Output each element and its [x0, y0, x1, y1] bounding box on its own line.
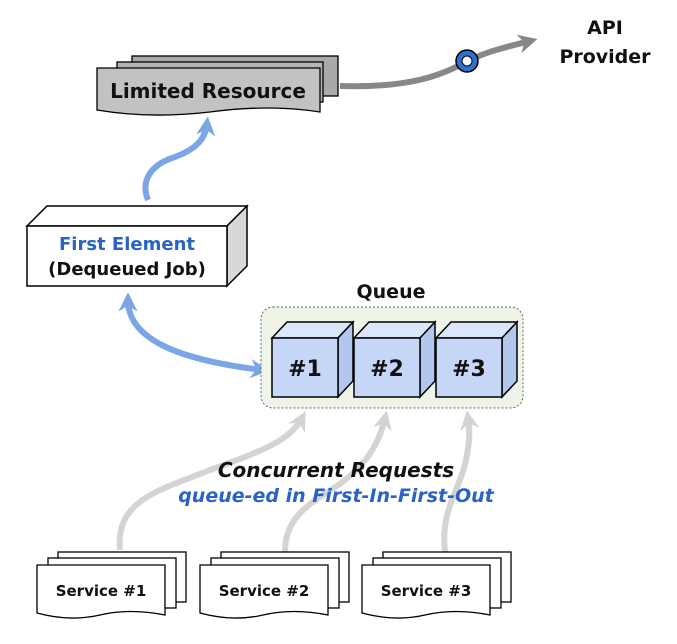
limited-resource-stack: Limited Resource [96, 55, 339, 116]
api-provider-line2: Provider [559, 46, 651, 68]
service-1-label: Service #1 [56, 582, 147, 600]
service-3-request-arrow [441, 410, 480, 553]
first-element-box: First Element (Dequeued Job) [25, 204, 249, 288]
first-element-subtitle: (Dequeued Job) [48, 259, 206, 280]
queue-item-1-label: #1 [288, 357, 322, 382]
service-3-stack: Service #3 [361, 551, 512, 619]
dequeue-to-resource-arrow [142, 116, 216, 202]
caption-line2: queue-ed in First-In-First-Out [178, 485, 495, 507]
service-1-request-arrow [116, 411, 306, 551]
caption-line1: Concurrent Requests [218, 458, 454, 482]
queue-item-3: #3 [434, 320, 519, 399]
queue-title: Queue [357, 281, 426, 303]
api-provider-line1: API [587, 17, 623, 39]
service-2-request-arrow [282, 410, 392, 553]
limited-resource-label: Limited Resource [110, 79, 306, 103]
queue-item-3-label: #3 [452, 357, 486, 382]
service-2-label: Service #2 [219, 582, 310, 600]
connector-ring-icon [455, 49, 479, 73]
service-2-stack: Service #2 [199, 551, 350, 619]
resource-to-api-arrow [339, 34, 538, 90]
resource-page-front [96, 67, 321, 116]
queue-item-2-label: #2 [370, 357, 404, 382]
queue-item-2: #2 [352, 320, 437, 399]
queue-item-1: #1 [270, 320, 355, 399]
first-element-title: First Element [59, 234, 195, 255]
service-3-label: Service #3 [381, 582, 472, 600]
service-1-stack: Service #1 [36, 551, 187, 619]
queue-dequeue-arrow [118, 292, 270, 379]
